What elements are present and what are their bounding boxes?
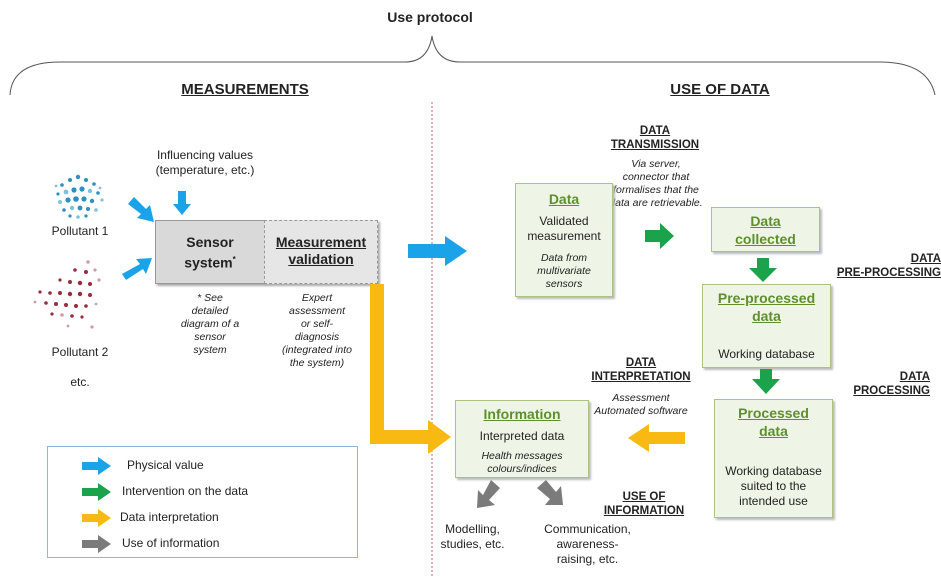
data-box-text: Validated measurement: [527, 214, 601, 243]
legend-label-interpretation: Data interpretation: [120, 510, 219, 524]
green-arrow-transmission: [645, 223, 674, 249]
pollutant-2-dots: [33, 260, 101, 329]
legend-item-interpretation: Data interpretation: [48, 507, 357, 529]
legend-label-intervention: Intervention on the data: [122, 484, 249, 498]
green-arrow-preprocessed: [752, 369, 780, 394]
modelling-output: Modelling, studies, etc.: [440, 522, 505, 551]
data-collected-title: Data collected: [735, 213, 796, 247]
data-collected-box: Data collected: [711, 207, 820, 252]
preprocessed-data-box: Pre-processed data Working database: [702, 284, 831, 368]
data-processing-label: DATA PROCESSING: [853, 371, 930, 397]
information-box: Information Interpreted data Health mess…: [455, 400, 589, 478]
sensor-system-label-2: system: [184, 254, 233, 271]
validation-note: Expert assessment or self- diagnosis (in…: [281, 292, 353, 369]
processed-data-box: Processed data Working database suited t…: [714, 399, 833, 518]
pollutant-1-dots: [54, 174, 104, 219]
measurements-header: MEASUREMENTS: [181, 81, 309, 98]
measurement-validation-label-1: Measurement: [275, 234, 367, 250]
sensor-note: * See detailed diagram of a sensor syste…: [180, 292, 240, 356]
green-arrow-collected: [749, 258, 777, 282]
legend-item-intervention: Intervention on the data: [48, 481, 357, 503]
communication-output: Communication, awareness- raising, etc.: [544, 522, 631, 566]
information-title: Information: [483, 406, 561, 422]
legend-label-physical: Physical value: [127, 458, 204, 472]
preprocessed-data-title: Pre-processed data: [717, 290, 816, 324]
legend-item-physical: Physical value: [48, 455, 357, 477]
top-brace: [9, 35, 936, 96]
use-of-information-label: USE OF INFORMATION: [603, 491, 685, 517]
data-preprocessing-label: DATA PRE-PROCESSING: [836, 253, 941, 279]
intervention-arrow-icon: [82, 483, 111, 501]
blue-arrow-influence: [173, 191, 191, 215]
sensor-system-box: Sensor system*: [155, 220, 265, 284]
yellow-arrow-interpretation-path: [370, 284, 451, 454]
processed-data-text: Working database suited to the intended …: [725, 464, 822, 508]
legend-label-use: Use of information: [122, 536, 220, 550]
use-arrow-icon: [82, 535, 111, 553]
data-interpretation-note: Assessment Automated software: [594, 392, 688, 417]
page-title: Use protocol: [387, 9, 473, 25]
data-box-note: Data from multivariate sensors: [537, 252, 591, 290]
use-of-data-header: USE OF DATA: [670, 81, 770, 98]
yellow-arrow-processed-to-info: [628, 424, 685, 452]
data-box-title: Data: [548, 191, 580, 207]
sensor-system-label-1: Sensor: [186, 234, 234, 250]
pollutant-1-label: Pollutant 1: [51, 224, 109, 238]
information-text: Interpreted data: [479, 429, 565, 443]
information-note: Health messages colours/indices: [481, 450, 563, 475]
physical-arrow-icon: [82, 457, 111, 475]
data-transmission-note: Via server, connector that formalises th…: [609, 158, 703, 209]
preprocessed-data-text: Working database: [718, 347, 815, 361]
processed-data-title: Processed data: [738, 405, 809, 439]
blue-arrow-main: [408, 236, 467, 266]
measurement-validation-box: Measurement validation: [264, 220, 378, 284]
influencing-values-label: Influencing values (temperature, etc.): [155, 148, 255, 177]
legend-item-use: Use of information: [48, 533, 357, 555]
grey-arrow-communication: [537, 480, 563, 505]
legend: Physical value Intervention on the data …: [47, 446, 358, 558]
data-box: Data Validated measurement Data from mul…: [515, 183, 613, 297]
grey-arrow-modelling: [477, 480, 500, 508]
data-transmission-label: DATA TRANSMISSION: [610, 125, 700, 151]
measurement-validation-label-2: validation: [288, 251, 354, 267]
sensor-asterisk: *: [232, 255, 236, 264]
pollutant-2-label: Pollutant 2: [51, 345, 109, 359]
data-interpretation-label: DATA INTERPRETATION: [591, 357, 691, 383]
etc-label: etc.: [70, 375, 90, 389]
interpretation-arrow-icon: [82, 509, 111, 527]
blue-arrow-pollutant2: [122, 258, 152, 280]
blue-arrow-pollutant1: [128, 197, 154, 222]
